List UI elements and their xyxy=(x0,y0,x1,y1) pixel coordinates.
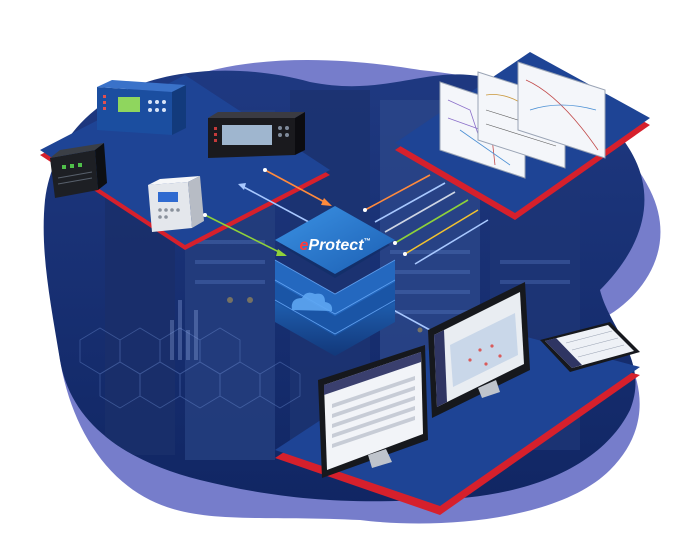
link-orange-1 xyxy=(264,169,331,206)
link-grey-2 xyxy=(384,191,456,233)
link-yellow-2 xyxy=(404,209,479,255)
link-green-2 xyxy=(394,199,469,244)
controller-device xyxy=(148,176,204,232)
eprotect-cloud-block: eProtect™ xyxy=(274,206,396,356)
link-orange-2 xyxy=(364,174,431,211)
cloud-icon xyxy=(291,292,333,311)
dashboard-monitor-left xyxy=(318,345,428,478)
link-light-blue-2 xyxy=(374,182,446,223)
protection-relay-device xyxy=(97,80,186,135)
io-module-device xyxy=(50,143,107,198)
brand-name: Protect xyxy=(308,237,364,254)
svg-text:eProtect™: eProtect™ xyxy=(299,237,370,254)
report-sheet-3 xyxy=(517,61,606,159)
monitoring-unit-device xyxy=(208,112,305,158)
brand-trademark: ™ xyxy=(364,238,371,245)
link-light-blue-3 xyxy=(414,219,489,265)
link-green-1 xyxy=(204,214,286,256)
brand-prefix: e xyxy=(299,237,308,254)
dashboard-monitor-center xyxy=(428,282,530,418)
dashboard-tablet xyxy=(540,322,640,372)
link-light-blue-1 xyxy=(239,184,321,229)
